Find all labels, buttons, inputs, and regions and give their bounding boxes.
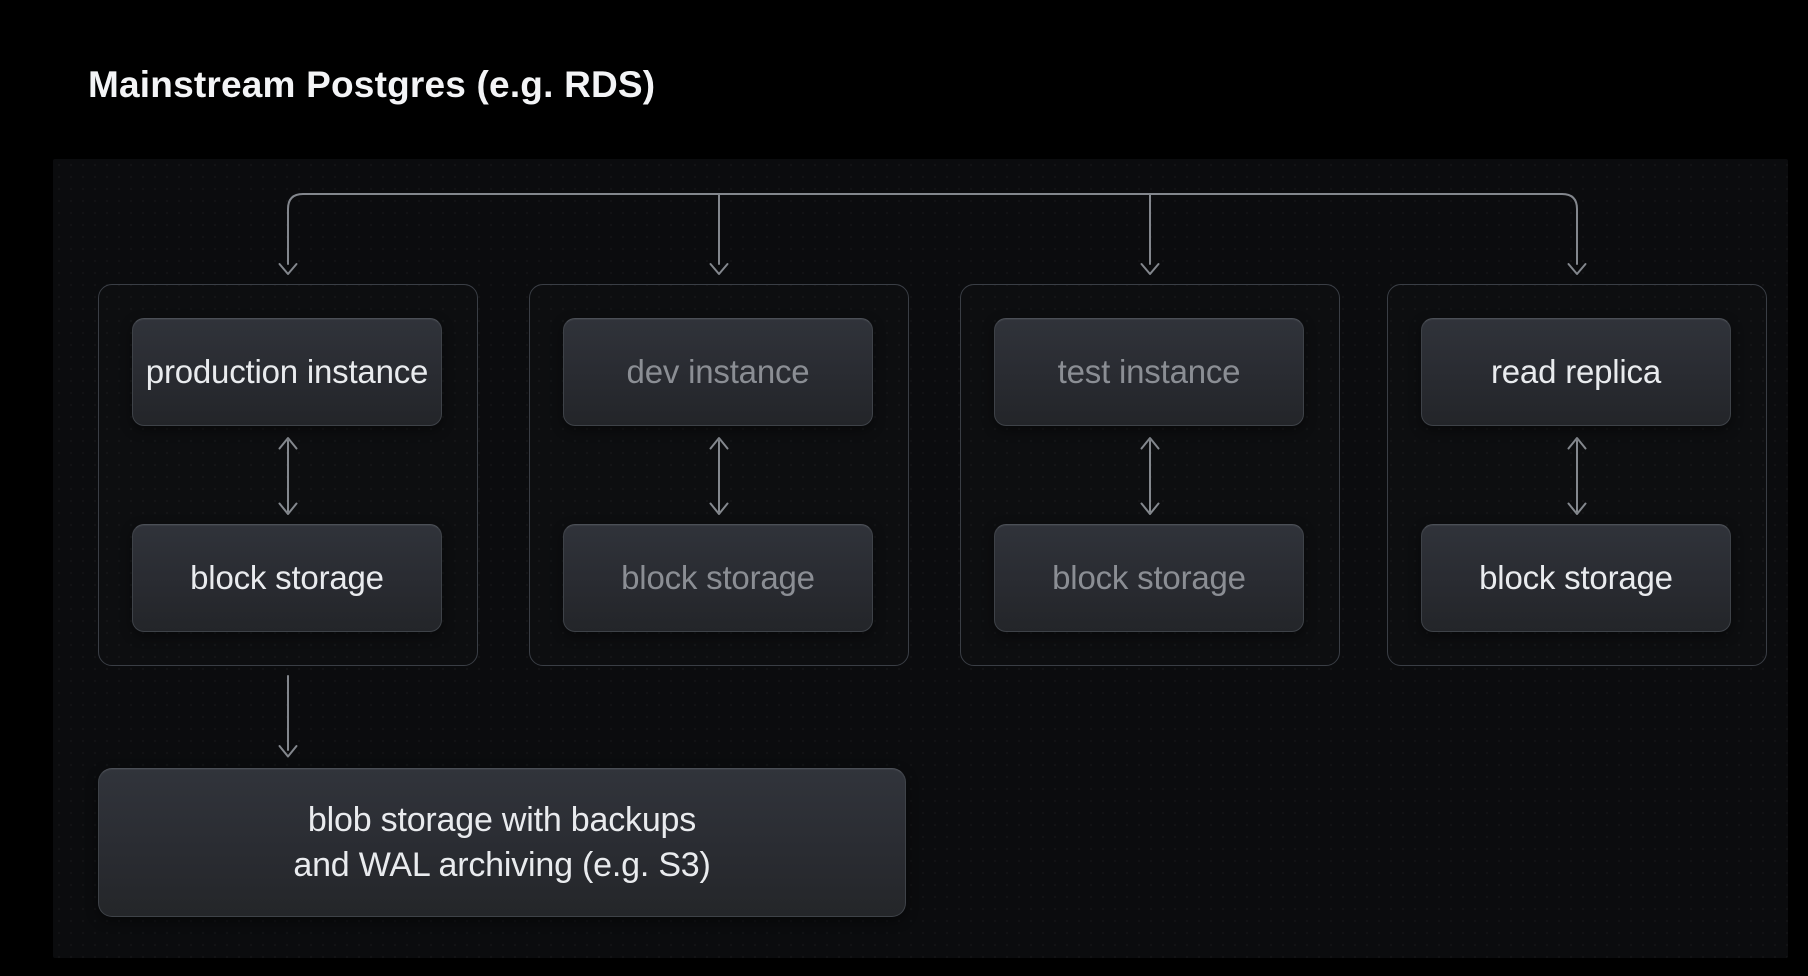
column-read-replica: read replica block storage [1387,284,1767,666]
node-read-replica-block-storage: block storage [1421,524,1731,632]
node-dev-instance: dev instance [563,318,873,426]
column-dev: dev instance block storage [529,284,909,666]
column-production: production instance block storage [98,284,478,666]
column-test: test instance block storage [960,284,1340,666]
blob-storage-label-line2: and WAL archiving (e.g. S3) [293,845,711,884]
node-blob-storage: blob storage with backups and WAL archiv… [98,768,906,917]
node-production-instance: production instance [132,318,442,426]
node-dev-block-storage: block storage [563,524,873,632]
node-production-block-storage: block storage [132,524,442,632]
node-test-instance: test instance [994,318,1304,426]
blob-storage-label-line1: blob storage with backups [307,800,697,839]
node-read-replica: read replica [1421,318,1731,426]
node-test-block-storage: block storage [994,524,1304,632]
page-title: Mainstream Postgres (e.g. RDS) [88,64,656,105]
